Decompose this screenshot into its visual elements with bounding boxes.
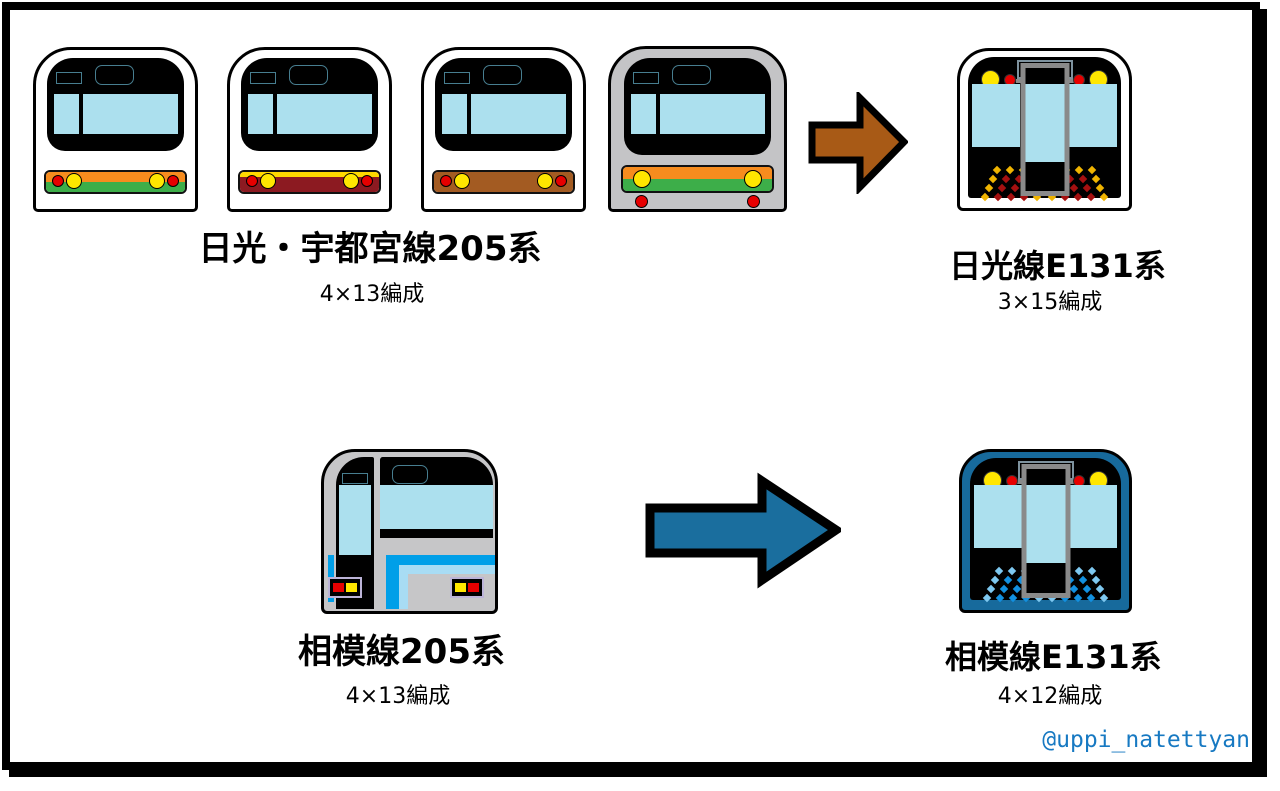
light-cluster-left xyxy=(328,577,362,598)
headlight-icon xyxy=(346,583,357,592)
headlight-icon xyxy=(454,173,470,189)
cab-window-right xyxy=(660,94,765,134)
destination-sign-small xyxy=(444,72,470,84)
headlight-icon xyxy=(744,170,762,188)
cab-window-left xyxy=(54,94,79,134)
destination-sign-small xyxy=(633,72,659,84)
train-205-600-gray xyxy=(608,46,787,212)
destination-sign-small xyxy=(250,72,276,84)
train-face xyxy=(970,458,1121,603)
taillight-icon xyxy=(333,583,344,592)
cab-window-right xyxy=(277,94,372,134)
sagami-e131-formation: 4×12編成 xyxy=(997,684,1103,709)
train-205-nikko-orange-green xyxy=(33,47,198,212)
sagami-205-formation: 4×13編成 xyxy=(345,684,451,709)
front-door xyxy=(1021,464,1070,598)
destination-sign xyxy=(392,465,428,484)
headlight-icon xyxy=(343,173,359,189)
cab-window-left xyxy=(972,84,1020,147)
cab-window-left xyxy=(631,94,656,134)
nikko-e131-formation: 3×15編成 xyxy=(997,290,1103,315)
train-205-maroon-stripe xyxy=(227,47,392,212)
destination-sign-small xyxy=(342,473,368,484)
outer-frame xyxy=(2,2,1260,770)
nikko-e131-title: 日光線E131系 xyxy=(949,247,1166,285)
cab-window xyxy=(380,485,493,529)
light-cluster-right xyxy=(450,577,484,598)
window-bottom-band xyxy=(380,529,493,538)
color-stripe xyxy=(44,170,187,194)
cab-window-left xyxy=(248,94,273,134)
train-face xyxy=(968,57,1121,202)
destination-sign xyxy=(672,65,711,85)
destination-sign-small xyxy=(56,72,82,84)
color-stripe xyxy=(432,170,575,194)
sagami-205-title: 相模線205系 xyxy=(298,632,505,672)
cab-window-left xyxy=(974,485,1022,548)
train-face xyxy=(241,58,378,151)
cab-window-right xyxy=(83,94,178,134)
train-face xyxy=(47,58,184,151)
sagami-e131-title: 相模線E131系 xyxy=(945,638,1162,676)
blue-stripe-horizontal xyxy=(386,555,495,565)
cab-window-right xyxy=(1069,84,1117,147)
door-window xyxy=(1026,485,1065,563)
window-top-band xyxy=(380,457,493,485)
taillight-icon xyxy=(635,195,648,208)
destination-sign xyxy=(483,65,522,85)
taillight-icon xyxy=(52,175,64,187)
taillight-icon xyxy=(468,583,479,592)
nikko-205-title: 日光・宇都宮線205系 xyxy=(198,229,542,269)
train-205-brown-stripe xyxy=(421,47,586,212)
destination-sign xyxy=(289,65,328,85)
blue-stripe-vertical xyxy=(386,555,399,609)
cab-window-left xyxy=(442,94,467,134)
door-window xyxy=(339,485,371,555)
lightblue-stripe-horizontal xyxy=(399,565,495,574)
headlight-icon xyxy=(633,170,651,188)
lightblue-stripe-vertical xyxy=(399,574,408,609)
front-door xyxy=(1020,63,1069,196)
arrow-right-blue-icon xyxy=(645,472,841,589)
headlight-icon xyxy=(149,173,165,189)
train-e131-nikko xyxy=(957,48,1132,211)
taillight-icon xyxy=(167,175,179,187)
door-window xyxy=(1025,84,1064,162)
taillight-icon xyxy=(361,175,373,187)
color-stripe xyxy=(621,165,774,193)
cab-window-right xyxy=(1069,485,1117,548)
train-e131-sagami xyxy=(959,449,1132,613)
color-stripe xyxy=(238,170,381,194)
destination-sign xyxy=(95,65,134,85)
taillight-icon xyxy=(747,195,760,208)
taillight-icon xyxy=(246,175,258,187)
headlight-icon xyxy=(537,173,553,189)
cab-window-right xyxy=(471,94,566,134)
train-face xyxy=(435,58,572,151)
train-205-sagami xyxy=(321,449,498,614)
headlight-icon xyxy=(455,583,466,592)
headlight-icon xyxy=(260,173,276,189)
headlight-icon xyxy=(66,173,82,189)
credit-text: @uppi_natettyan xyxy=(1042,727,1250,753)
arrow-right-brown-icon xyxy=(808,92,908,194)
train-face xyxy=(624,58,771,155)
nikko-205-formation: 4×13編成 xyxy=(319,282,425,307)
taillight-icon xyxy=(555,175,567,187)
taillight-icon xyxy=(440,175,452,187)
